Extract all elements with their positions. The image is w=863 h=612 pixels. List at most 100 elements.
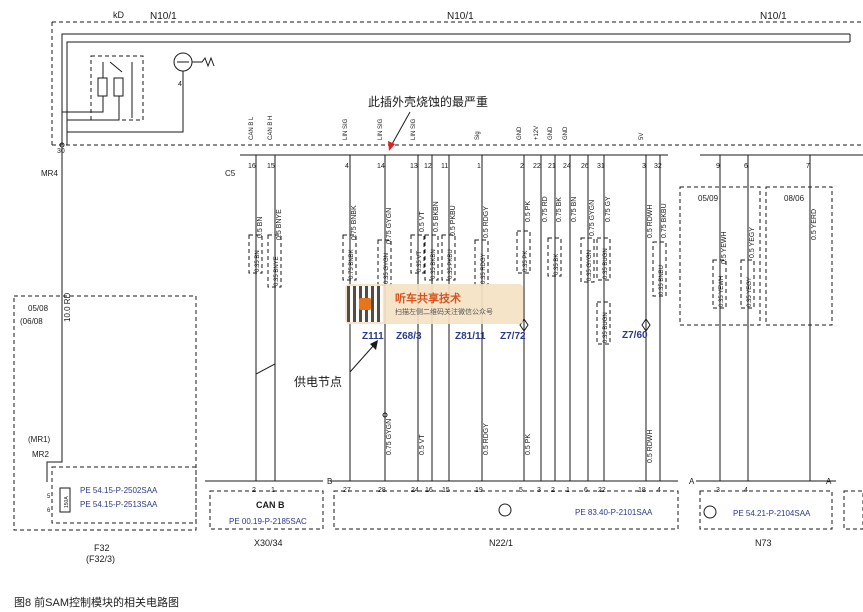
burn-arrow-head (388, 141, 395, 151)
wire-p22: +12V 22 0.75 RD (533, 126, 549, 481)
svg-text:LIN SIG: LIN SIG (378, 118, 384, 140)
n22-name: N22/1 (489, 538, 513, 548)
fuse-pin5: 5 (47, 494, 51, 500)
pin-7: 7 (806, 163, 810, 170)
pin-22: 22 (533, 163, 541, 170)
wire-can-l-sub: 0.35 BN (255, 250, 261, 272)
n22-pin: 28 (378, 487, 386, 494)
n73-pe-link[interactable]: PE 54.21-P-2104SAA (733, 509, 811, 518)
sig-can-h: CAN B H (268, 116, 274, 140)
pin-14: 14 (377, 163, 385, 170)
wire-p7: 7 0.5 YERD (806, 155, 818, 481)
c5-label: C5 (225, 169, 236, 178)
figure-caption: 图8 前SAM控制模块的相关电路图 (14, 597, 180, 609)
pin-21: 21 (548, 163, 556, 170)
relay-out-b (67, 96, 120, 121)
n22-pin: 22 (598, 487, 606, 494)
svg-text:GND: GND (563, 126, 569, 140)
pe-link-1[interactable]: PE 54.15-P-2502SAA (80, 486, 158, 495)
svg-text:0.75 BK: 0.75 BK (556, 197, 563, 222)
n10-label-left: N10/1 (150, 11, 177, 22)
n22-pin: 24 (411, 487, 419, 494)
cut-box-right (843, 490, 863, 530)
qr-center-icon (359, 298, 371, 310)
pin-4: 4 (345, 163, 349, 170)
n73-right-tag: A (826, 477, 832, 486)
svg-text:GND: GND (548, 126, 554, 140)
ref-0608: (06/08 (20, 317, 43, 326)
pin4-label: 4 (178, 81, 182, 88)
svg-text:0.5 PK: 0.5 PK (525, 434, 532, 455)
n73-tag: A (689, 477, 695, 486)
svg-text:0.35 VT: 0.35 VT (417, 251, 423, 272)
pin-6: 6 (744, 163, 748, 170)
n22-pin: 2 (551, 487, 555, 494)
ref-0509: 05/09 (698, 194, 719, 203)
pin30-label: 30 (57, 148, 65, 155)
svg-text:0.5 PK: 0.5 PK (525, 201, 532, 222)
pin-9: 9 (716, 163, 720, 170)
wire-p6: 6 0.5 YEGY 0.35 YEGY (740, 155, 756, 481)
watermark-title: 听车共享技术 (395, 293, 461, 305)
svg-text:0.75 GYGN: 0.75 GYGN (589, 200, 596, 236)
pe-link-2[interactable]: PE 54.15-P-2513SAA (80, 500, 158, 509)
power-node-arrow-line (349, 344, 375, 373)
mr4-label: MR4 (41, 169, 58, 178)
wire-can-l: CAN B L 16 0.5 BN 0.35 BN (248, 116, 264, 481)
n22-pe-link[interactable]: PE 83.40-P-2101SAA (575, 508, 653, 517)
watermark-subtitle: 扫描左侧二维码关注微信公众号 (395, 309, 493, 316)
svg-text:0.5 BKBN: 0.5 BKBN (433, 201, 440, 232)
svg-text:0.75 GY: 0.75 GY (605, 196, 612, 222)
svg-text:0.35 PKBU: 0.35 PKBU (448, 249, 454, 279)
watermark-badge: 听车共享技术 扫描左侧二维码关注微信公众号 (345, 284, 523, 324)
n22-pin: 19 (475, 487, 483, 494)
n22-box (333, 490, 679, 530)
svg-text:0.35 BNBU: 0.35 BNBU (659, 265, 665, 295)
wire-p32: 32 0.75 BKBU 0.35 BNBU (652, 155, 668, 481)
x30-canb: CAN B (256, 500, 285, 510)
fuse-value: 150A (64, 496, 70, 508)
svg-text:0.75 RD: 0.75 RD (542, 196, 549, 222)
n22-pin: 1 (566, 487, 570, 494)
n22-pin: 18 (638, 487, 646, 494)
svg-text:0.35 GYGN: 0.35 GYGN (587, 250, 593, 281)
svg-text:LIN SIG: LIN SIG (343, 118, 349, 140)
svg-text:0.5 YEWH: 0.5 YEWH (721, 231, 728, 264)
svg-text:0.5 VT: 0.5 VT (419, 434, 426, 455)
pin-11: 11 (441, 163, 448, 170)
svg-text:0.5 VT: 0.5 VT (419, 211, 426, 232)
svg-text:0.35 BUGN: 0.35 BUGN (603, 312, 609, 343)
n10-label-right: N10/1 (760, 11, 787, 22)
splice-z81: Z81/11 (455, 331, 486, 342)
svg-text:0.35 BK: 0.35 BK (554, 254, 560, 275)
svg-text:0.5 RDGY: 0.5 RDGY (483, 206, 490, 238)
svg-text:0.35 GYGN: 0.35 GYGN (384, 253, 390, 284)
svg-text:0.5 RDWH: 0.5 RDWH (647, 430, 654, 463)
motor-winding (192, 56, 215, 68)
wire-p9: 9 0.5 YEWH 0.35 YEWH (712, 155, 728, 481)
pin-1: 1 (477, 163, 481, 170)
svg-text:0.75 BNBK: 0.75 BNBK (351, 205, 358, 240)
n73-pin-3: 3 (716, 487, 720, 494)
wire-can-h: CAN B H 15 0.5 BNYE 0.35 BNYE (267, 116, 283, 481)
internal-bus-1 (61, 33, 850, 145)
pin-32: 32 (654, 163, 662, 170)
wire-10rd: 10.0 RD (63, 292, 72, 322)
splice-z760: Z7/60 (622, 330, 648, 341)
ref-box-0806 (765, 186, 833, 326)
x30-pin-1: 1 (271, 487, 275, 494)
sig-can-l: CAN B L (249, 116, 255, 140)
n22-pin: 4 (657, 487, 661, 494)
svg-text:0.75 BNBK: 0.75 BNBK (349, 249, 355, 279)
splice-z77: Z7/72 (500, 331, 526, 342)
wire-can-l-label: 0.5 BN (257, 217, 264, 238)
x30-pe-link[interactable]: PE 00.19-P-2185SAC (229, 517, 307, 526)
f32-name: F32 (94, 543, 110, 553)
n22-pin: 15 (442, 487, 450, 494)
splice-z68: Z68/3 (396, 331, 422, 342)
n22-tag: B (327, 477, 332, 486)
mr2-label: MR2 (32, 450, 49, 459)
svg-text:0.5 YERD: 0.5 YERD (811, 209, 818, 240)
ref-0508: 05/08 (28, 304, 49, 313)
fuse-box (51, 466, 197, 524)
